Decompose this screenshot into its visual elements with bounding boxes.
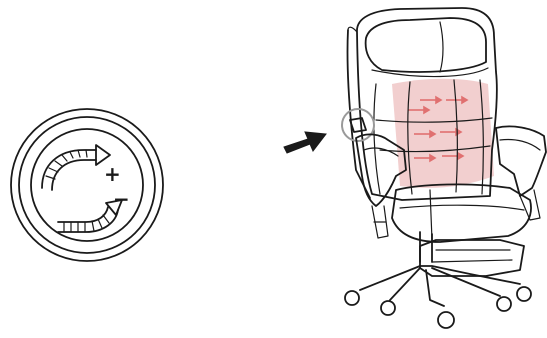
increase-rotation-arrow-icon — [42, 145, 110, 190]
decrease-symbol: − — [113, 187, 130, 211]
rotary-control-knob-icon: + − — [11, 109, 163, 261]
increase-symbol: + — [104, 162, 121, 186]
office-chair-icon — [342, 8, 546, 328]
pointer-arrow-icon — [284, 132, 326, 153]
